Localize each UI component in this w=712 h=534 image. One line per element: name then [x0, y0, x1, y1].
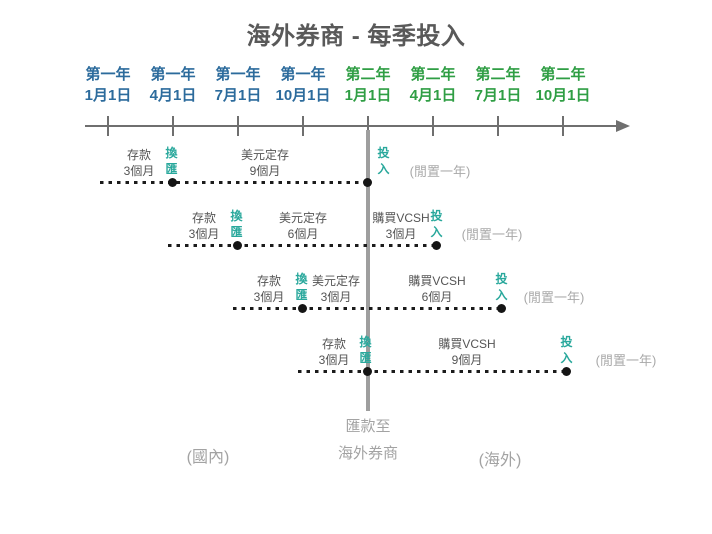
- row3-idle-label: (閒置一年): [523, 290, 585, 305]
- timeline-date-4: 第一年 10月1日: [268, 64, 338, 106]
- row2-exchange-dot: [233, 241, 242, 250]
- timeline-axis: [85, 125, 618, 127]
- axis-tick: [367, 116, 369, 136]
- date-year: 第二年: [540, 66, 586, 83]
- row4-exchange-dot: [363, 367, 372, 376]
- row2-dotted-line: [168, 244, 437, 247]
- date-year: 第一年: [150, 66, 196, 83]
- row1-exchange-label: 換匯: [165, 146, 178, 176]
- domestic-zone-label: (國內): [186, 449, 230, 466]
- date-year: 第一年: [280, 66, 326, 83]
- timeline-date-3: 第一年 7月1日: [203, 64, 273, 106]
- timeline-date-6: 第二年 4月1日: [398, 64, 468, 106]
- row3-deposit-label: 存款 3個月: [253, 274, 285, 304]
- date-day: 1月1日: [344, 87, 392, 104]
- axis-tick: [237, 116, 239, 136]
- transfer-divider-line: [366, 130, 370, 411]
- row1-deposit-label: 存款 3個月: [123, 148, 155, 178]
- date-year: 第一年: [215, 66, 261, 83]
- timeline-date-1: 第一年 1月1日: [73, 64, 143, 106]
- row3-invest-label: 投入: [495, 272, 508, 302]
- row2-invest-dot: [432, 241, 441, 250]
- row4-idle-label: (閒置一年): [595, 353, 657, 368]
- row3-dotted-line: [233, 307, 502, 310]
- row3-exchange-label: 換匯: [295, 272, 308, 302]
- date-year: 第二年: [410, 66, 456, 83]
- row1-invest-dot: [363, 178, 372, 187]
- date-day: 10月1日: [535, 87, 591, 104]
- date-year: 第一年: [85, 66, 131, 83]
- row1-usd-deposit-label: 美元定存 9個月: [240, 148, 289, 178]
- date-day: 7月1日: [214, 87, 262, 104]
- row2-idle-label: (閒置一年): [461, 227, 523, 242]
- diagram-title: 海外券商 - 每季投入: [246, 23, 466, 50]
- axis-tick: [432, 116, 434, 136]
- date-day: 4月1日: [409, 87, 457, 104]
- row3-invest-dot: [497, 304, 506, 313]
- row1-idle-label: (閒置一年): [409, 164, 471, 179]
- date-day: 1月1日: [84, 87, 132, 104]
- row4-invest-label: 投入: [560, 335, 573, 365]
- timeline-date-7: 第二年 7月1日: [463, 64, 533, 106]
- row3-usd-deposit-label: 美元定存 3個月: [311, 274, 360, 304]
- axis-tick: [107, 116, 109, 136]
- row2-buy-vcsh-label: 購買VCSH 3個月: [372, 211, 430, 241]
- axis-tick: [562, 116, 564, 136]
- row4-invest-dot: [562, 367, 571, 376]
- row1-exchange-dot: [168, 178, 177, 187]
- row1-dotted-line: [100, 181, 368, 184]
- row2-usd-deposit-label: 美元定存 6個月: [278, 211, 327, 241]
- row3-buy-vcsh-label: 購買VCSH 6個月: [408, 274, 466, 304]
- date-year: 第二年: [345, 66, 391, 83]
- row1-invest-label: 投入: [377, 146, 390, 176]
- row4-deposit-label: 存款 3個月: [318, 337, 350, 367]
- row3-exchange-dot: [298, 304, 307, 313]
- row4-dotted-line: [298, 370, 567, 373]
- row2-deposit-label: 存款 3個月: [188, 211, 220, 241]
- row4-buy-vcsh-label: 購買VCSH 9個月: [438, 337, 496, 367]
- date-day: 7月1日: [474, 87, 522, 104]
- timeline-date-5: 第二年 1月1日: [333, 64, 403, 106]
- row4-exchange-label: 換匯: [359, 335, 372, 365]
- timeline-date-8: 第二年 10月1日: [528, 64, 598, 106]
- axis-arrowhead-icon: [616, 120, 630, 132]
- date-day: 10月1日: [275, 87, 331, 104]
- axis-tick: [497, 116, 499, 136]
- axis-tick: [302, 116, 304, 136]
- axis-tick: [172, 116, 174, 136]
- transfer-to-broker-label: 匯款至 海外券商: [337, 418, 398, 462]
- overseas-zone-label: (海外): [478, 452, 522, 469]
- date-day: 4月1日: [149, 87, 197, 104]
- row2-exchange-label: 換匯: [230, 209, 243, 239]
- row2-invest-label: 投入: [430, 209, 443, 239]
- timeline-date-2: 第一年 4月1日: [138, 64, 208, 106]
- date-year: 第二年: [475, 66, 521, 83]
